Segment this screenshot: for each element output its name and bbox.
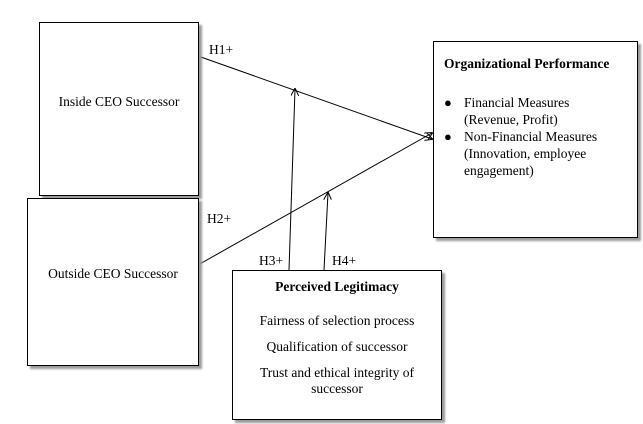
outside-ceo-successor-label: Outside CEO Successor [48,266,178,281]
h3-label: H3+ [259,253,284,268]
list-item: Trust and ethical integrity of [260,365,414,380]
organizational-performance-title: Organizational Performance [444,56,610,71]
h2-label: H2+ [207,211,232,226]
list-item: Fairness of selection process [259,313,415,328]
h4-label: H4+ [332,253,357,268]
h4-arrow [323,193,328,271]
perceived-legitimacy-box: Perceived Legitimacy Fairness of selecti… [232,270,442,420]
performance-measures-list: ● Financial Measures (Revenue, Profit) ●… [444,94,597,179]
list-item: successor [311,381,363,396]
bullet-icon: ● [444,129,452,144]
perceived-legitimacy-title: Perceived Legitimacy [275,279,399,294]
list-item-text: Non-Financial Measures [464,129,598,144]
h3-arrow [288,89,295,271]
list-item-text: engagement) [464,163,534,178]
h1-arrow [197,55,432,139]
h1-label: H1+ [209,42,234,57]
list-item: Qualification of successor [266,339,408,354]
outside-ceo-successor-box: Outside CEO Successor [27,198,199,366]
h2-arrow [197,133,432,266]
inside-ceo-successor-box: Inside CEO Successor [39,22,199,196]
list-item-text: Financial Measures [464,95,570,110]
list-item: ● Financial Measures (Revenue, Profit) [444,94,597,128]
organizational-performance-box: Organizational Performance ● Financial M… [433,41,638,238]
list-item-text: (Innovation, employee [464,146,587,161]
inside-ceo-successor-label: Inside CEO Successor [58,94,180,109]
list-item: ● Non-Financial Measures (Innovation, em… [444,128,597,179]
bullet-icon: ● [444,95,452,110]
list-item-text: (Revenue, Profit) [464,112,558,127]
